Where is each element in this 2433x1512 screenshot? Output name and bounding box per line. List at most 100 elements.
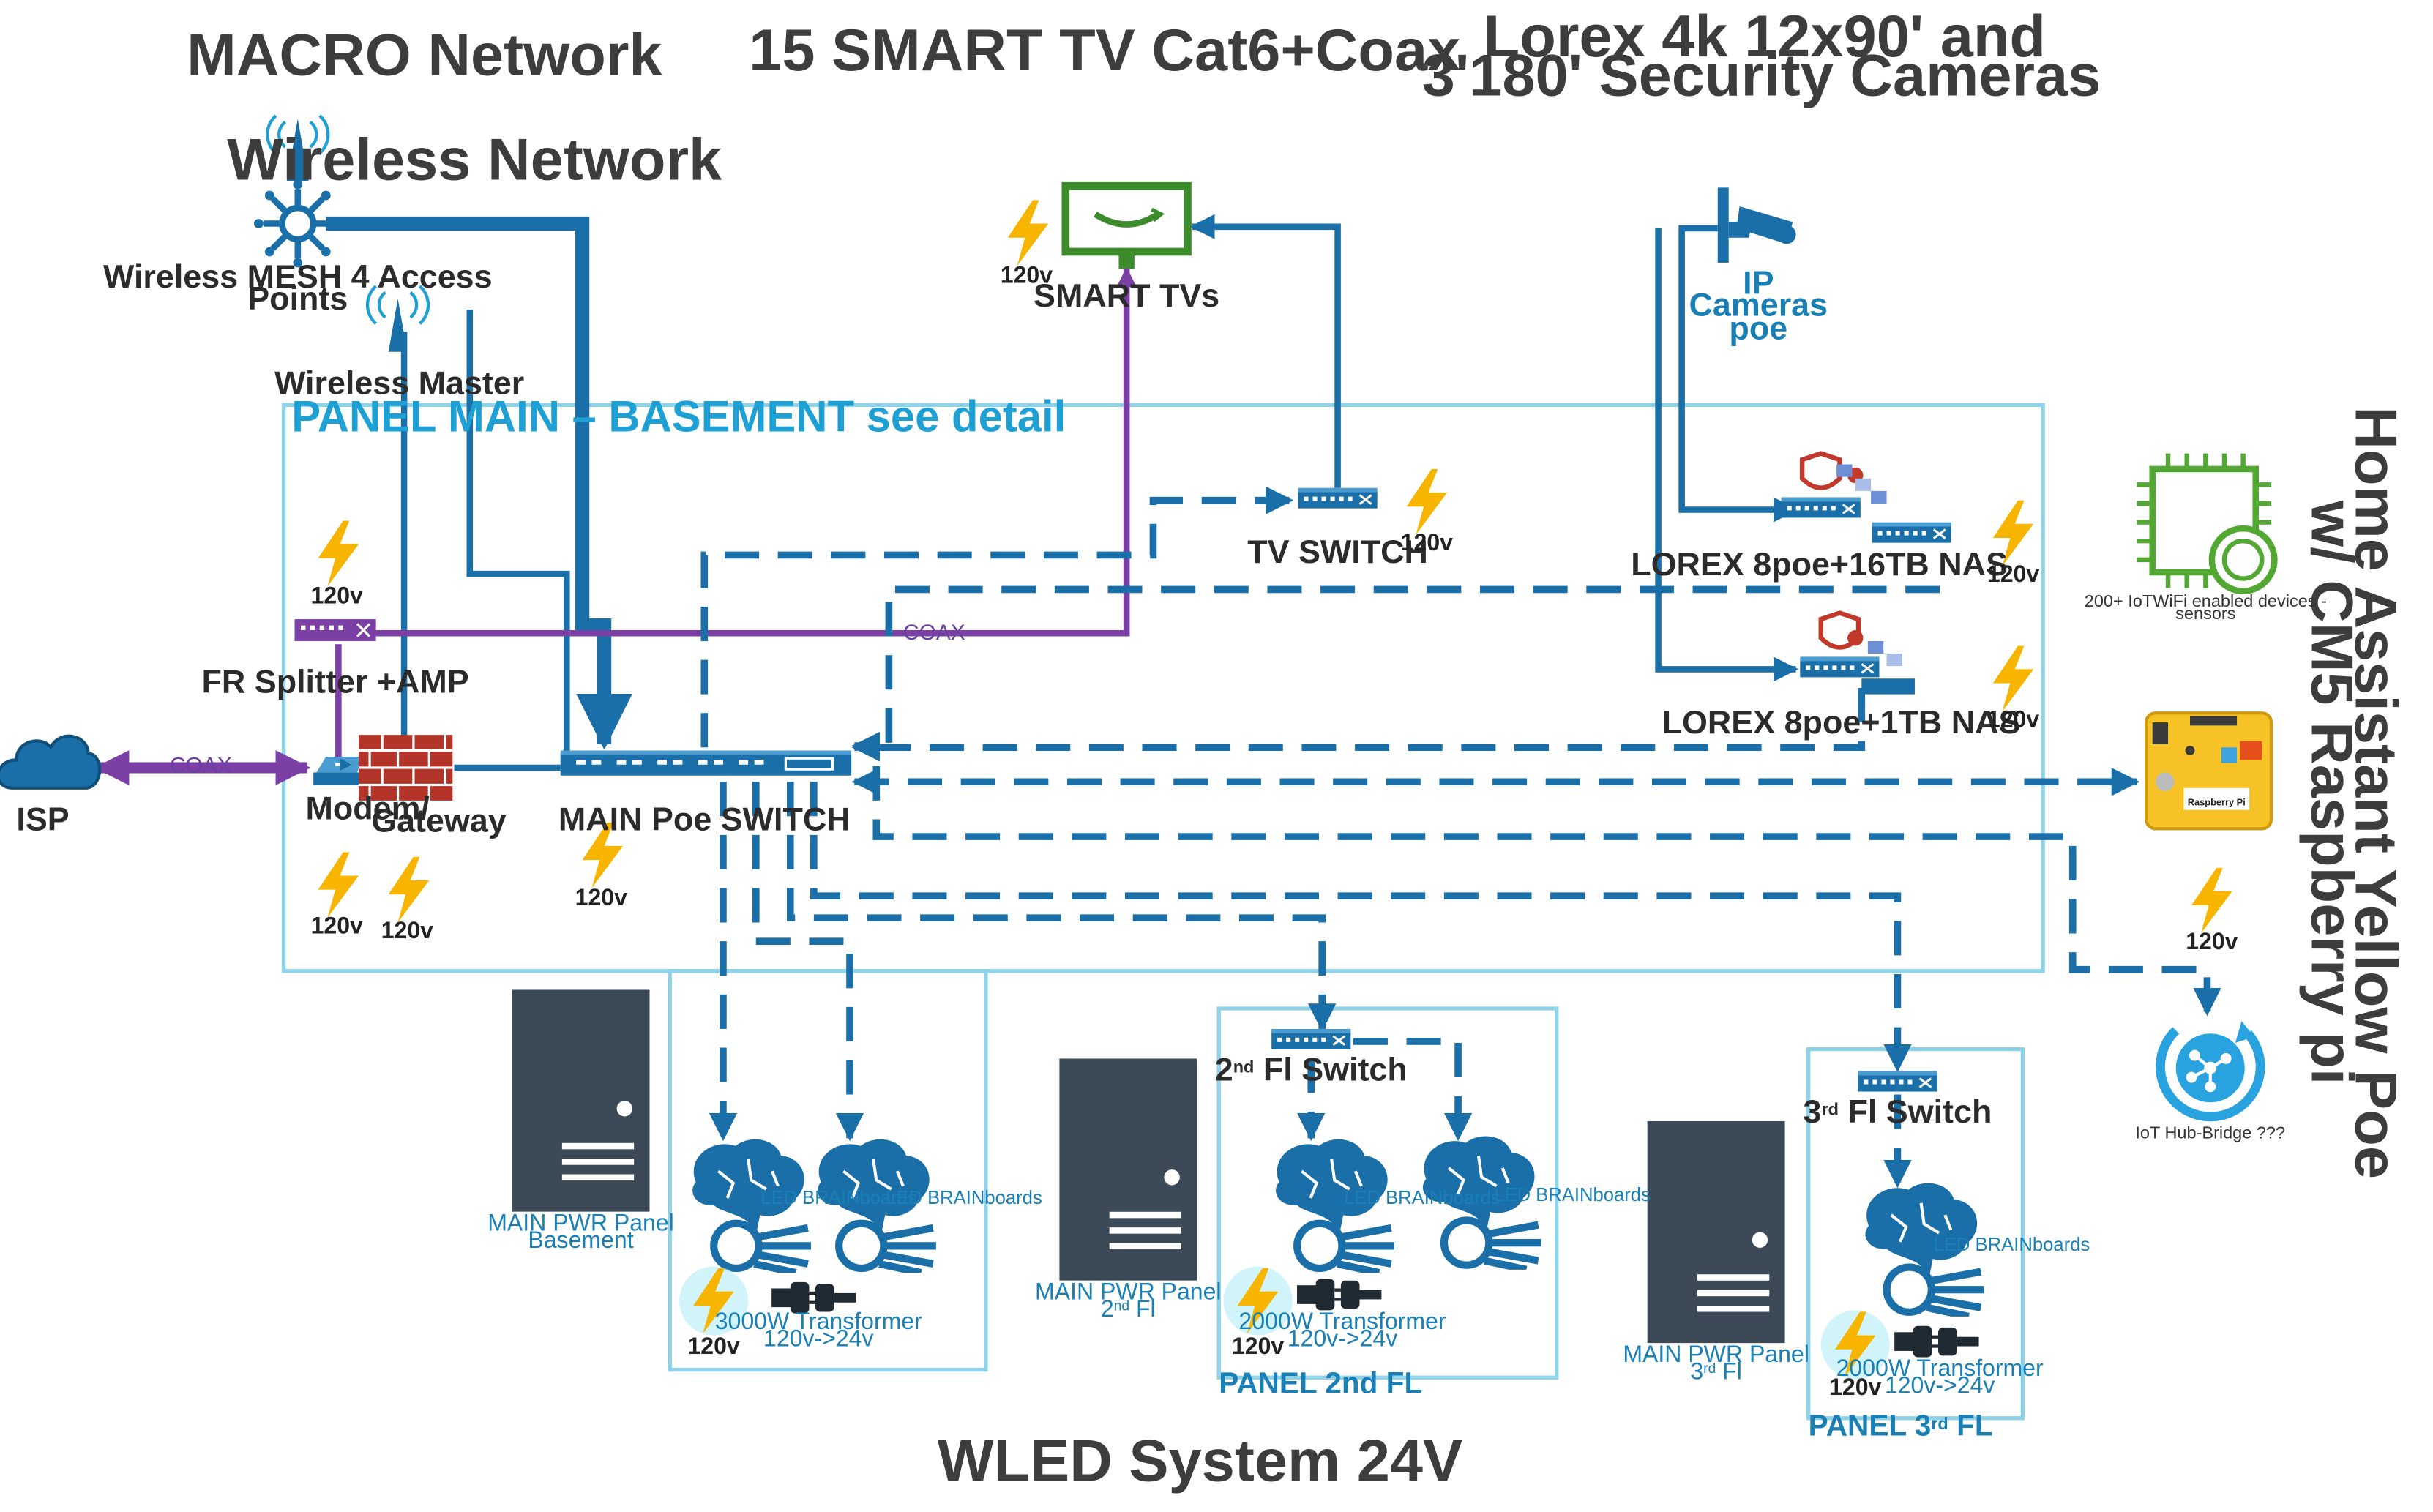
iot-hub-label: IoT Hub-Bridge ??? <box>2135 1123 2285 1142</box>
lorex-16tb-label: LOREX 8poe+16TB NAS <box>1631 545 2008 583</box>
main-switch-label: MAIN Poe SWITCH <box>558 800 851 837</box>
pwr-2nd-label-1: MAIN PWR Panel <box>1035 1278 1222 1304</box>
ip-cameras-label-2: Cameras <box>1689 286 1828 323</box>
pwr-3rd-label-2: 3rd Fl <box>1690 1358 1742 1384</box>
title-wled: WLED System 24V <box>938 1428 1462 1494</box>
panel-3rd-box <box>1806 1047 2025 1421</box>
lightning-bolt-icon <box>1992 645 2034 712</box>
coax-label: COAX <box>903 621 965 645</box>
brainboard-labels: LED BRAINboards LED BRAINboards LED BRAI… <box>760 1185 2090 1255</box>
panel-2nd-label: PANEL 2nd FL <box>1219 1366 1422 1400</box>
smart-tvs-label: SMART TVs <box>1034 277 1219 314</box>
voltage-labels: 120v 120v 120v 120v 120v 120v 120v 120v … <box>311 262 2238 1400</box>
iot-chip-icon <box>2137 453 2278 594</box>
ip-cameras-label-1: IP <box>1743 264 1774 302</box>
cloud-icon <box>0 734 102 790</box>
title-macro: MACRO Network <box>187 23 662 89</box>
power-panel-basement-icon <box>512 989 650 1212</box>
voltage-label: 120v <box>1232 1333 1284 1359</box>
ip-cameras-label-3: poe <box>1729 310 1787 347</box>
modem-icon <box>313 757 364 785</box>
voltage-label: 120v <box>2186 928 2238 954</box>
title-cameras-1: Lorex 4k 12x90' and <box>1484 4 2046 70</box>
voltage-label: 120v <box>575 884 627 910</box>
main-poe-switch-icon <box>560 750 852 776</box>
panel-3rd-label: PANEL 3rd FL <box>1809 1408 1993 1442</box>
transformer-plug-icon <box>1297 1279 1382 1311</box>
switch-3rd-fl-label: 3rd Fl Switch <box>1804 1093 1992 1130</box>
firewall-icon <box>359 735 453 801</box>
tv-switch-label: TV SWITCH <box>1247 533 1428 570</box>
pwr-basement-label-1: MAIN PWR Panel <box>487 1209 674 1235</box>
transformer-2000a-label-2: 120v->24v <box>1287 1325 1397 1352</box>
voltage-label: 120v <box>1401 529 1453 555</box>
coax-isp-label: COAX <box>170 753 232 777</box>
mesh-label-1: Wireless MESH 4 Access <box>103 258 493 295</box>
wireless-master-tower-icon <box>365 285 430 352</box>
security-camera-icon <box>1717 187 1796 263</box>
title-ha-2: w/ CM5 Raspberry pi <box>2299 500 2365 1085</box>
transformer-3000-label-1: 3000W Transformer <box>715 1308 922 1334</box>
fr-splitter-label: FR Splitter +AMP <box>202 662 469 700</box>
panel-2nd-box <box>1216 1006 1559 1380</box>
led-brainboard-label: LED BRAINboards <box>1344 1188 1500 1208</box>
voltage-label: 120v <box>311 583 363 609</box>
pwr-basement-label-2: Basement <box>528 1227 633 1253</box>
mesh-label-2: Points <box>247 280 348 317</box>
connections <box>94 214 2221 1189</box>
lightning-bolt-icon <box>388 856 430 923</box>
modem-label-1: Modem/ <box>305 790 430 827</box>
switch-2nd-fl-label: 2nd Fl Switch <box>1215 1050 1408 1088</box>
pwr-3rd-label-1: MAIN PWR Panel <box>1623 1341 1809 1367</box>
voltage-label: 120v <box>311 912 363 938</box>
iot-devices-label-2: sensors <box>2175 604 2235 623</box>
lightning-bolt-icon <box>318 852 359 918</box>
raspberry-pi-board-icon <box>2145 711 2273 831</box>
voltage-label: 120v <box>1987 706 2039 732</box>
transformer-plug-icon <box>1894 1325 1979 1358</box>
lightning-bolt-icon <box>2191 867 2232 934</box>
pwr-2nd-label-2: 2nd Fl <box>1101 1295 1156 1322</box>
led-brainboard-label: LED BRAINboards <box>886 1188 1042 1208</box>
title-ha-1: Home Assistant Yellow Poe <box>2342 406 2408 1179</box>
title-cameras-2: 3'180' Security Cameras <box>1422 42 2101 108</box>
led-brainboard-label: LED BRAINboards <box>760 1188 917 1208</box>
switch-3rd-fl-icon <box>1856 1071 1938 1093</box>
voltage-label: 120v <box>687 1333 739 1359</box>
voltage-label: 120v <box>1829 1374 1881 1400</box>
rpi-label: Raspberry Pi <box>2188 796 2246 807</box>
power-panel-3rd-icon <box>1647 1120 1785 1344</box>
title-tv: 15 SMART TV Cat6+Coax <box>749 18 1460 83</box>
antenna-tower-icon <box>266 114 330 181</box>
fr-splitter-icon <box>294 619 376 641</box>
iot-hub-icon <box>2156 1021 2265 1122</box>
title-wireless: Wireless Network <box>227 127 722 193</box>
panel-basement-box <box>668 969 988 1372</box>
transformer-3000-label-2: 120v->24v <box>763 1325 873 1352</box>
led-brainboard-label: LED BRAINboards <box>1494 1185 1651 1205</box>
modem-label-2: Gateway <box>371 802 507 839</box>
smart-tv-icon <box>1061 181 1192 269</box>
voltage-label: 120v <box>381 917 433 943</box>
led-brainboard-label: LED BRAINboards <box>1934 1235 2090 1255</box>
power-panel-2nd-icon <box>1059 1058 1197 1281</box>
wireless-master-label: Wireless Master <box>274 364 524 401</box>
tv-switch-icon <box>1297 487 1379 510</box>
lorex-1tb-label: LOREX 8poe+1TB NAS <box>1662 703 2021 741</box>
nas-1tb-icon <box>1798 610 1915 695</box>
wireless-mesh-icon <box>253 179 342 268</box>
lightning-bolt-icon <box>1406 468 1448 535</box>
lightning-bolt-icon <box>318 520 359 587</box>
panel-main-box <box>281 403 2045 973</box>
transformer-2000b-label-1: 2000W Transformer <box>1836 1355 2044 1381</box>
transformer-2000b-label-2: 120v->24v <box>1885 1372 1995 1399</box>
nas-16tb-icon <box>1780 451 1953 544</box>
switch-2nd-fl-icon <box>1270 1028 1352 1051</box>
voltage-label: 120v <box>1001 262 1053 288</box>
iot-devices-label-1: 200+ IoTWiFi enabled devices - <box>2085 591 2327 610</box>
isp-label: ISP <box>16 800 69 837</box>
voltage-label: 120v <box>1987 561 2039 587</box>
transformer-2000a-label-1: 2000W Transformer <box>1238 1308 1446 1334</box>
